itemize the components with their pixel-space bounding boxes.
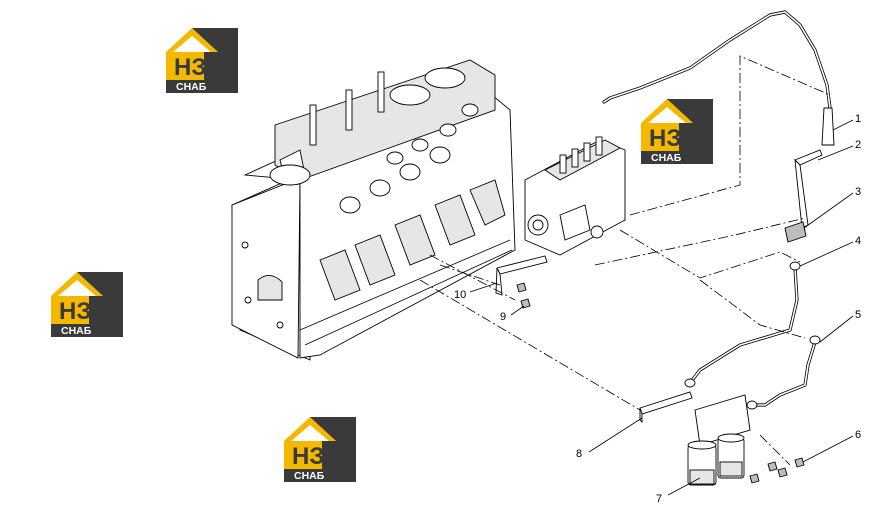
watermark-logo bbox=[284, 417, 356, 482]
filter-bracket-8 bbox=[639, 391, 693, 424]
fuel-filter-7 bbox=[687, 394, 751, 486]
leader-lines bbox=[469, 119, 854, 496]
callout-9: 9 bbox=[500, 311, 506, 323]
watermark-logo bbox=[641, 99, 713, 164]
callout-2: 2 bbox=[855, 139, 861, 151]
callout-7: 7 bbox=[656, 493, 662, 505]
callout-6: 6 bbox=[855, 429, 861, 441]
clamp bbox=[784, 221, 807, 243]
bolt-9 bbox=[516, 282, 531, 309]
watermark-logo bbox=[166, 28, 238, 93]
injection-pump bbox=[524, 136, 626, 256]
fuel-pipe-5 bbox=[746, 335, 821, 410]
callout-5: 5 bbox=[855, 309, 861, 321]
callout-10: 10 bbox=[454, 289, 466, 301]
fuel-line-bracket bbox=[794, 149, 823, 229]
engine-block bbox=[231, 59, 516, 361]
callout-8: 8 bbox=[576, 448, 582, 460]
callout-3: 3 bbox=[855, 186, 861, 198]
return-fuel-line bbox=[602, 10, 835, 146]
assembly-lines bbox=[419, 55, 831, 466]
callouts: 1 2 3 4 5 6 7 8 9 10 bbox=[454, 113, 861, 505]
callout-1: 1 bbox=[855, 113, 861, 125]
bolt-6 bbox=[749, 457, 805, 484]
callout-4: 4 bbox=[855, 235, 861, 247]
fuel-pipe-4 bbox=[684, 261, 801, 388]
watermark-logo bbox=[51, 272, 123, 337]
mounting-bracket-10 bbox=[495, 255, 548, 296]
